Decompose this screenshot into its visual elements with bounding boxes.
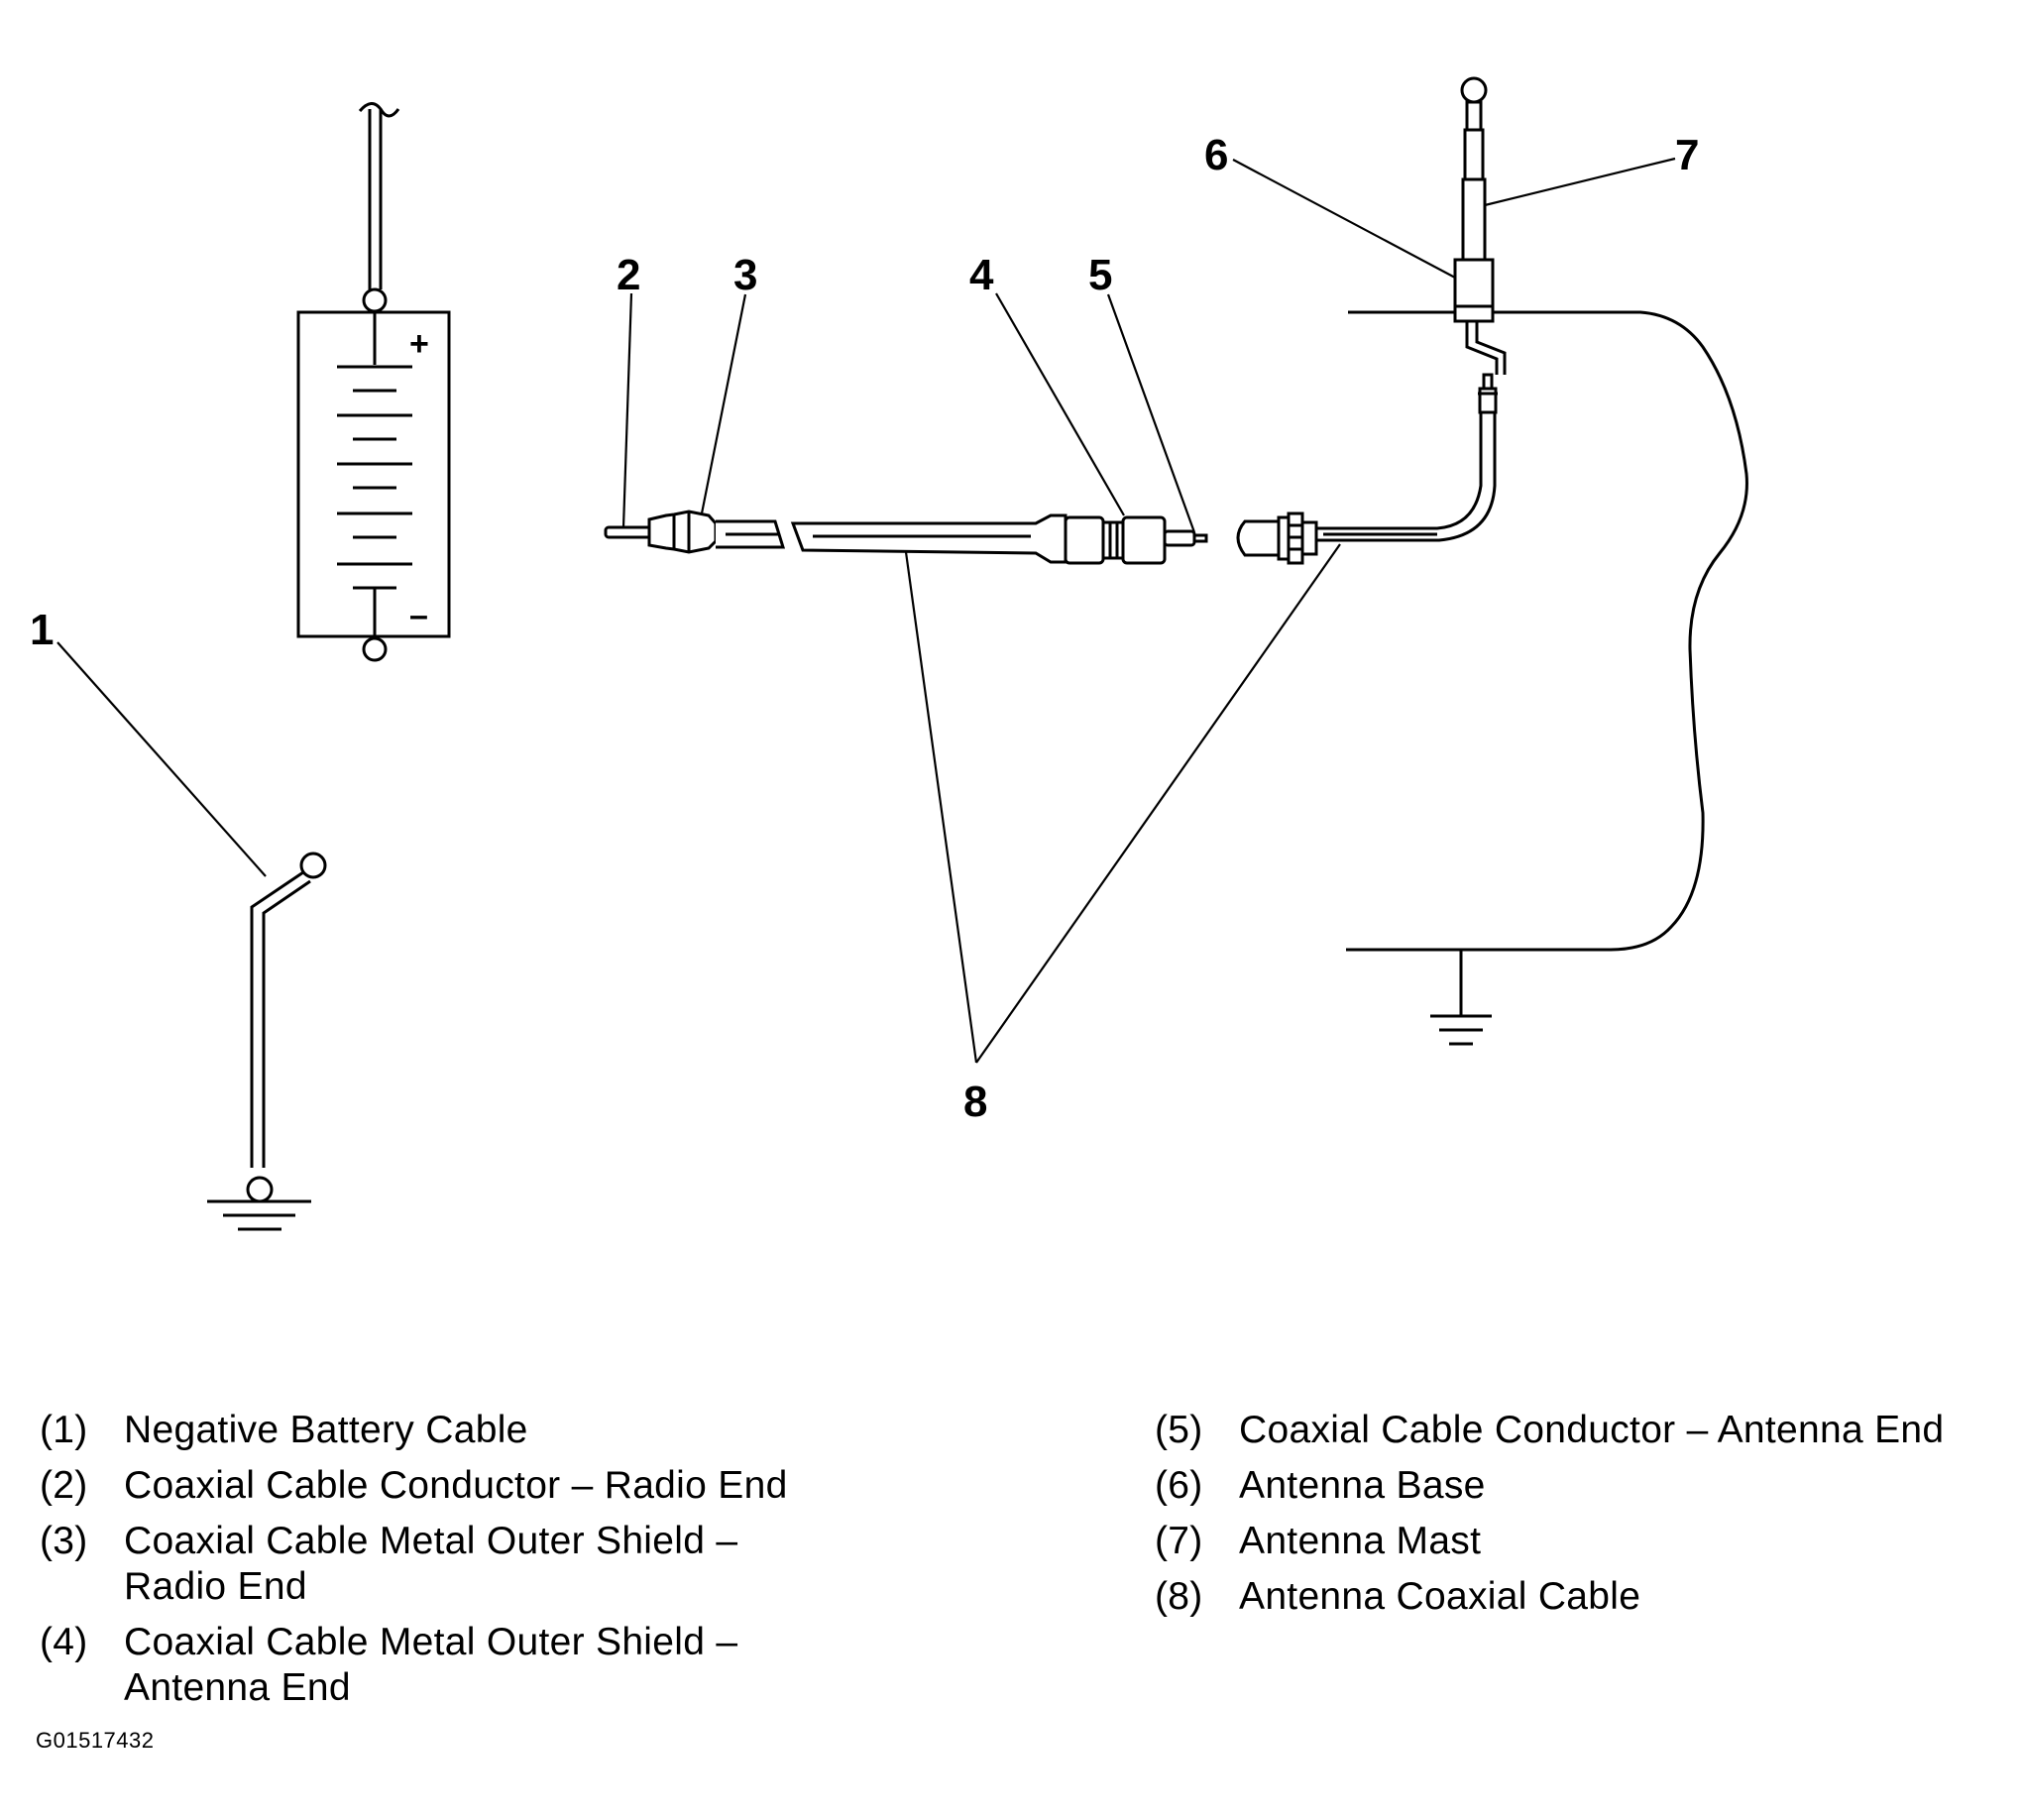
vehicle-body-ground-path: [1346, 310, 1748, 1016]
ground-symbol-cable: [207, 1199, 311, 1231]
antenna-coax-cable: [1316, 373, 1498, 542]
callout-7: 7: [1675, 131, 1699, 179]
callout-2: 2: [617, 251, 640, 299]
battery: [296, 102, 451, 662]
coax-radio-end-connector: [604, 510, 786, 554]
antenna-base: [1453, 258, 1507, 375]
callout-8: 8: [963, 1078, 987, 1126]
leader-lines: [56, 157, 1676, 1064]
battery-plus-sign: +: [409, 325, 429, 363]
negative-battery-cable: [246, 852, 327, 1203]
coax-antenna-socket: [1236, 512, 1318, 565]
callout-6: 6: [1204, 131, 1228, 179]
battery-minus-sign: –: [409, 597, 428, 634]
antenna-mast: [1460, 76, 1488, 262]
callout-1: 1: [30, 606, 54, 654]
callout-4: 4: [969, 251, 994, 299]
coax-cable-segment: [790, 513, 1208, 565]
callout-3: 3: [733, 251, 757, 299]
callout-5: 5: [1088, 251, 1112, 299]
ground-symbol-antenna: [1430, 1014, 1492, 1046]
